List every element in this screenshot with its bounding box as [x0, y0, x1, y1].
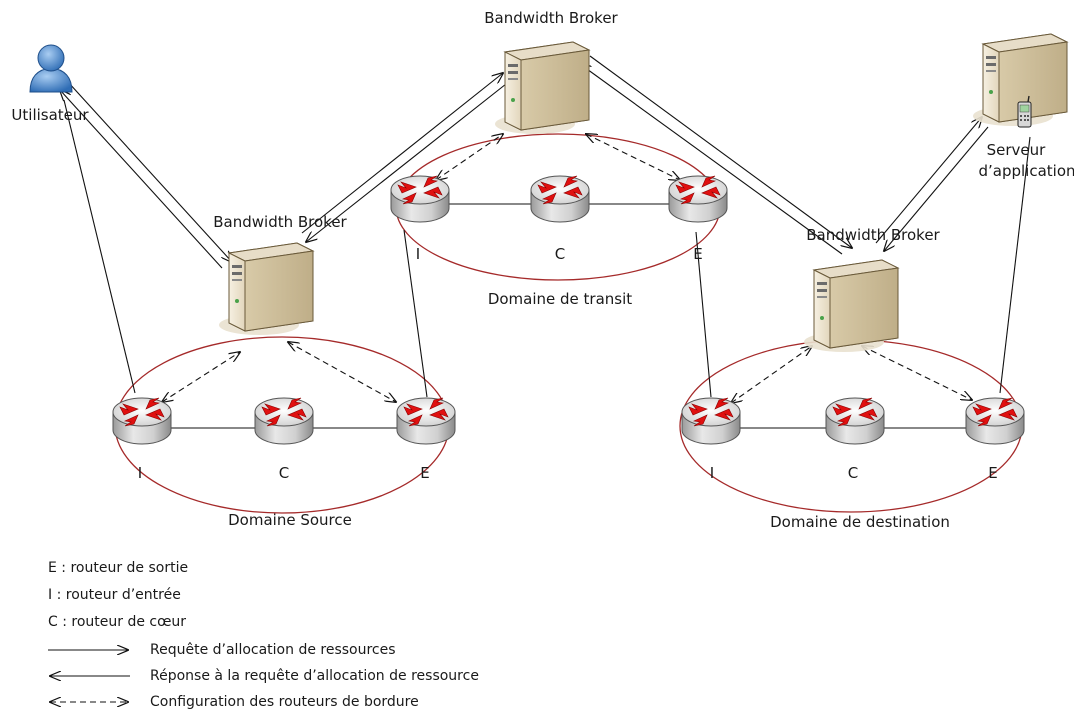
tr-e-label: E: [693, 245, 702, 263]
dst-i-label: I: [710, 464, 714, 482]
bandwidth-broker-dest-server-icon: [803, 259, 899, 353]
bb-dest-label: Bandwidth Broker: [806, 226, 940, 244]
bb-transit-label: Bandwidth Broker: [484, 9, 618, 27]
server-label-line2: d’application: [978, 162, 1074, 180]
router-source-egress-icon: [396, 397, 456, 445]
router-dest-ingress-icon: [681, 397, 741, 445]
tr-i-label: I: [416, 245, 420, 263]
legend-e: E : routeur de sortie: [48, 560, 188, 576]
config-arrows: [162, 134, 972, 403]
domain-transit-label: Domaine de transit: [488, 290, 632, 308]
request-response-arrows: [60, 55, 989, 269]
router-source-core-icon: [254, 397, 314, 445]
router-source-ingress-icon: [112, 397, 172, 445]
router-dest-egress-icon: [965, 397, 1025, 445]
legend: E : routeur de sortie I : routeur d’entr…: [48, 560, 479, 710]
legend-c: C : routeur de cœur: [48, 614, 186, 630]
src-e-label: E: [420, 464, 429, 482]
router-transit-egress-icon: [668, 175, 728, 223]
user-label: Utilisateur: [11, 106, 89, 124]
router-transit-core-icon: [530, 175, 590, 223]
dst-e-label: E: [988, 464, 997, 482]
domain-source-label: Domaine Source: [228, 511, 352, 529]
legend-i: I : routeur d’entrée: [48, 587, 181, 603]
bandwidth-broker-transit-server-icon: [494, 41, 590, 135]
router-transit-ingress-icon: [390, 175, 450, 223]
application-server-icon: [972, 33, 1068, 128]
router-links: [63, 99, 1031, 429]
legend-config: Configuration des routeurs de bordure: [150, 694, 419, 710]
domain-dest-label: Domaine de destination: [770, 513, 950, 531]
legend-response: Réponse à la requête d’allocation de res…: [150, 668, 479, 684]
server-label-line1: Serveur: [987, 141, 1047, 159]
legend-request: Requête d’allocation de ressources: [150, 642, 396, 658]
src-c-label: C: [279, 464, 289, 482]
dst-c-label: C: [848, 464, 858, 482]
src-i-label: I: [138, 464, 142, 482]
tr-c-label: C: [555, 245, 565, 263]
mobile-phone-icon: [1017, 95, 1032, 128]
user-icon: [29, 44, 73, 93]
bb-source-label: Bandwidth Broker: [213, 213, 347, 231]
router-dest-core-icon: [825, 397, 885, 445]
bandwidth-broker-source-server-icon: [218, 242, 314, 336]
